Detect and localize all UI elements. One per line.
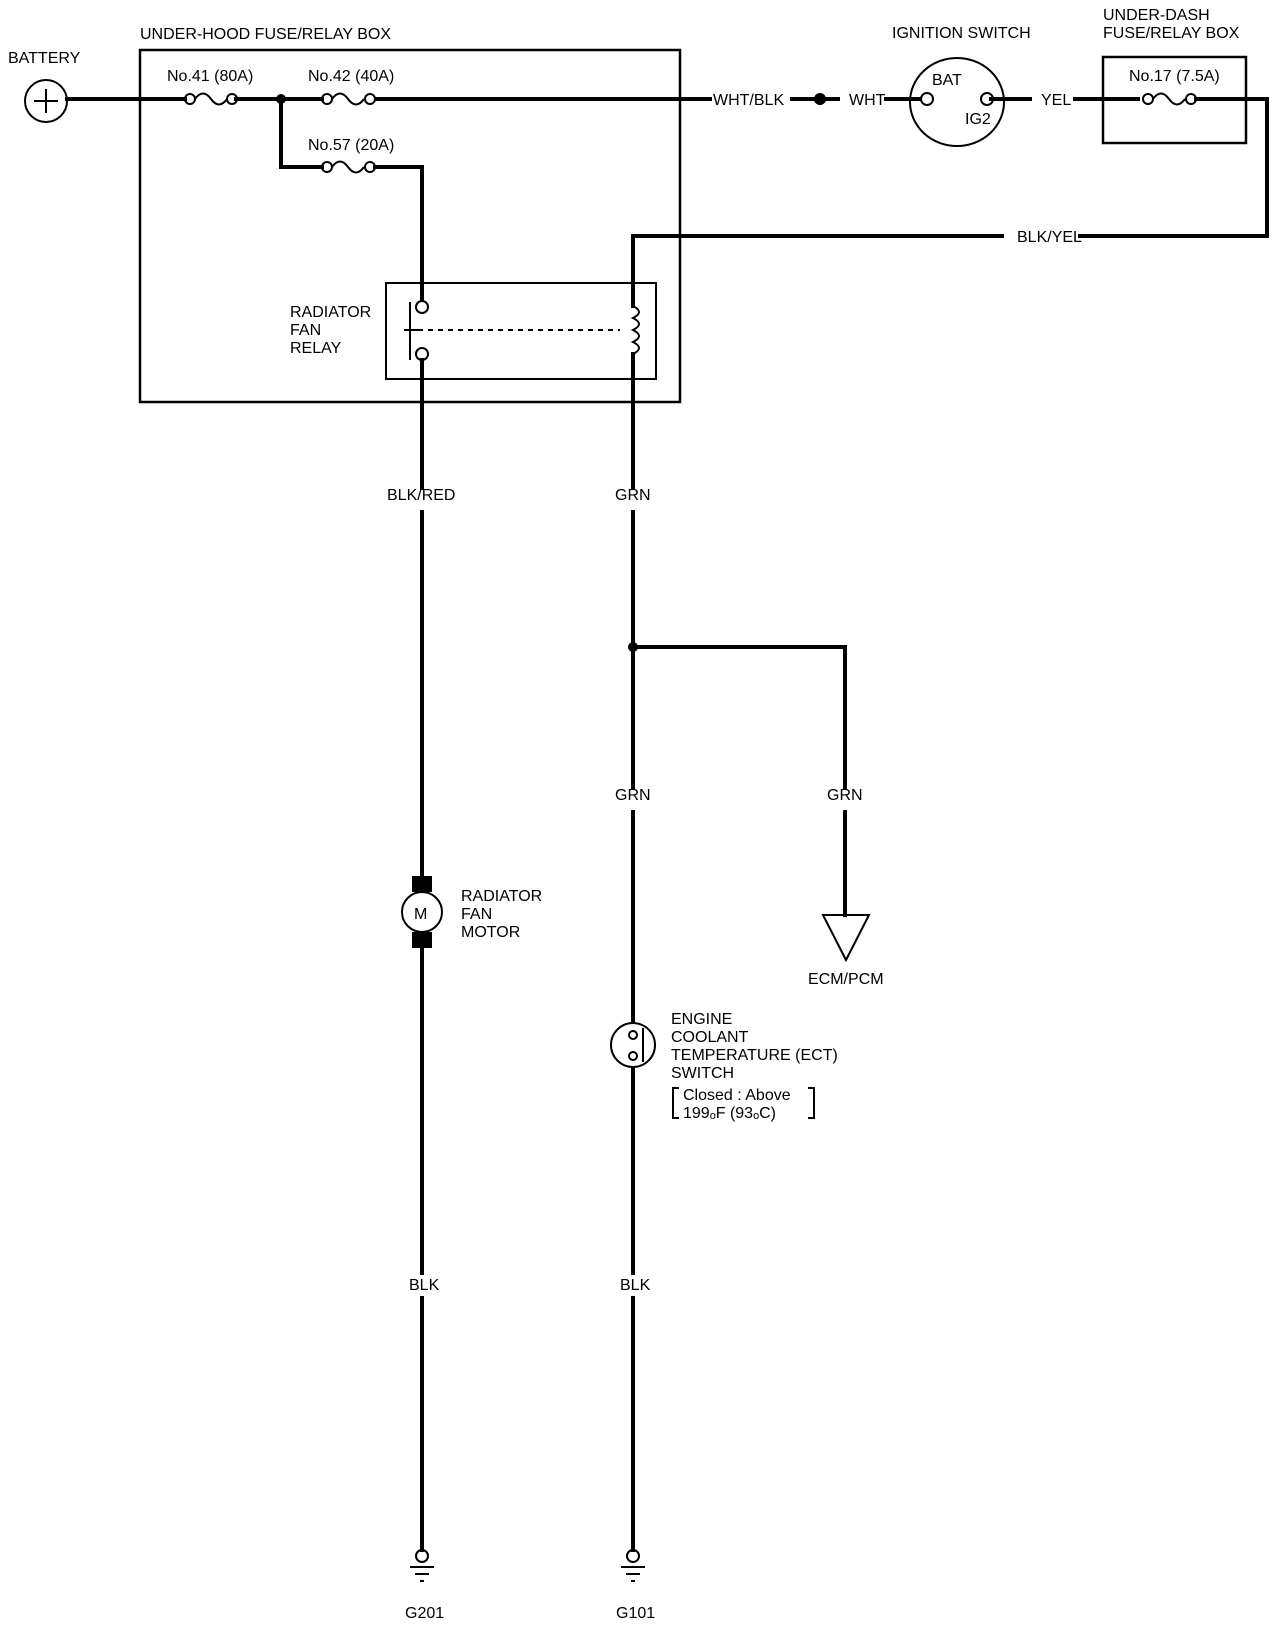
ecm-pcm-label: ECM/PCM [808, 971, 884, 988]
underdash-box-label-1: UNDER-DASH [1103, 7, 1210, 24]
ignition-switch-label: IGNITION SWITCH [892, 25, 1031, 42]
fuse57-to-relay-wire [373, 165, 424, 302]
ect-label-4: SWITCH [671, 1065, 734, 1082]
motor-label-1: RADIATOR [461, 888, 542, 905]
motor-label-3: MOTOR [461, 924, 520, 941]
relay-contacts [404, 300, 620, 361]
wire-label-grn-relay: GRN [615, 487, 651, 504]
ig2-terminal-label: IG2 [965, 111, 991, 128]
fuse57-feed-wire [279, 97, 324, 169]
wire-label-grn-switch: GRN [615, 787, 651, 804]
ground-g101-label: G101 [616, 1605, 655, 1622]
ect-switch [610, 1022, 656, 1068]
relay-label-1: RADIATOR [290, 304, 371, 321]
ect-note-bracket-right [808, 1087, 815, 1119]
motor-label-2: FAN [461, 906, 492, 923]
fuse-42 [321, 92, 376, 106]
ect-note-2: 199ₒF (93ₒC) [683, 1105, 776, 1122]
ect-label-3: TEMPERATURE (ECT) [671, 1047, 838, 1064]
battery [24, 79, 68, 123]
radiator-fan-motor [401, 876, 443, 948]
ecm-pcm-arrow [821, 914, 871, 963]
wire-label-blk-switch: BLK [620, 1277, 651, 1294]
fuse17-out-wire [1078, 97, 1269, 238]
bat-terminal-label: BAT [932, 72, 962, 89]
wire-label-blk-yel: BLK/YEL [1017, 229, 1082, 246]
fuse-57 [321, 160, 376, 174]
grn-ecm-wire [631, 645, 847, 917]
ect-label-1: ENGINE [671, 1011, 732, 1028]
ground-g101 [621, 1549, 645, 1582]
fuse-42-label: No.42 (40A) [308, 68, 394, 85]
wire-label-grn-ecm: GRN [827, 787, 863, 804]
ground-g201-label: G201 [405, 1605, 444, 1622]
wire-label-yel: YEL [1041, 92, 1071, 109]
wire-label-wht-blk: WHT/BLK [713, 92, 784, 109]
radiator-fan-relay [385, 282, 657, 380]
ignition-switch [909, 57, 1005, 147]
fuse-17-label: No.17 (7.5A) [1129, 68, 1220, 85]
fuse-57-label: No.57 (20A) [308, 137, 394, 154]
motor-symbol: M [414, 906, 427, 923]
wire-label-blk-motor: BLK [409, 1277, 440, 1294]
ground-g201 [410, 1549, 434, 1582]
underhood-fuse-relay-box [138, 48, 682, 404]
wire-label-wht: WHT [849, 92, 886, 109]
fuse-17 [1142, 92, 1197, 106]
ect-label-2: COOLANT [671, 1029, 749, 1046]
relay-label-2: FAN [290, 322, 321, 339]
ect-note-bracket-left [672, 1087, 679, 1119]
underdash-box-label-2: FUSE/RELAY BOX [1103, 25, 1240, 42]
ect-note-1: Closed : Above [683, 1087, 791, 1104]
fuse-41-label: No.41 (80A) [167, 68, 253, 85]
fuse-41 [184, 92, 238, 106]
blk-yel-wire [631, 234, 1004, 308]
battery-label: BATTERY [8, 50, 81, 67]
relay-coil [630, 305, 640, 355]
connector-dot-wht [814, 93, 826, 105]
wire-label-blk-red: BLK/RED [387, 487, 455, 504]
relay-label-3: RELAY [290, 340, 342, 357]
underhood-box-label: UNDER-HOOD FUSE/RELAY BOX [140, 26, 391, 43]
